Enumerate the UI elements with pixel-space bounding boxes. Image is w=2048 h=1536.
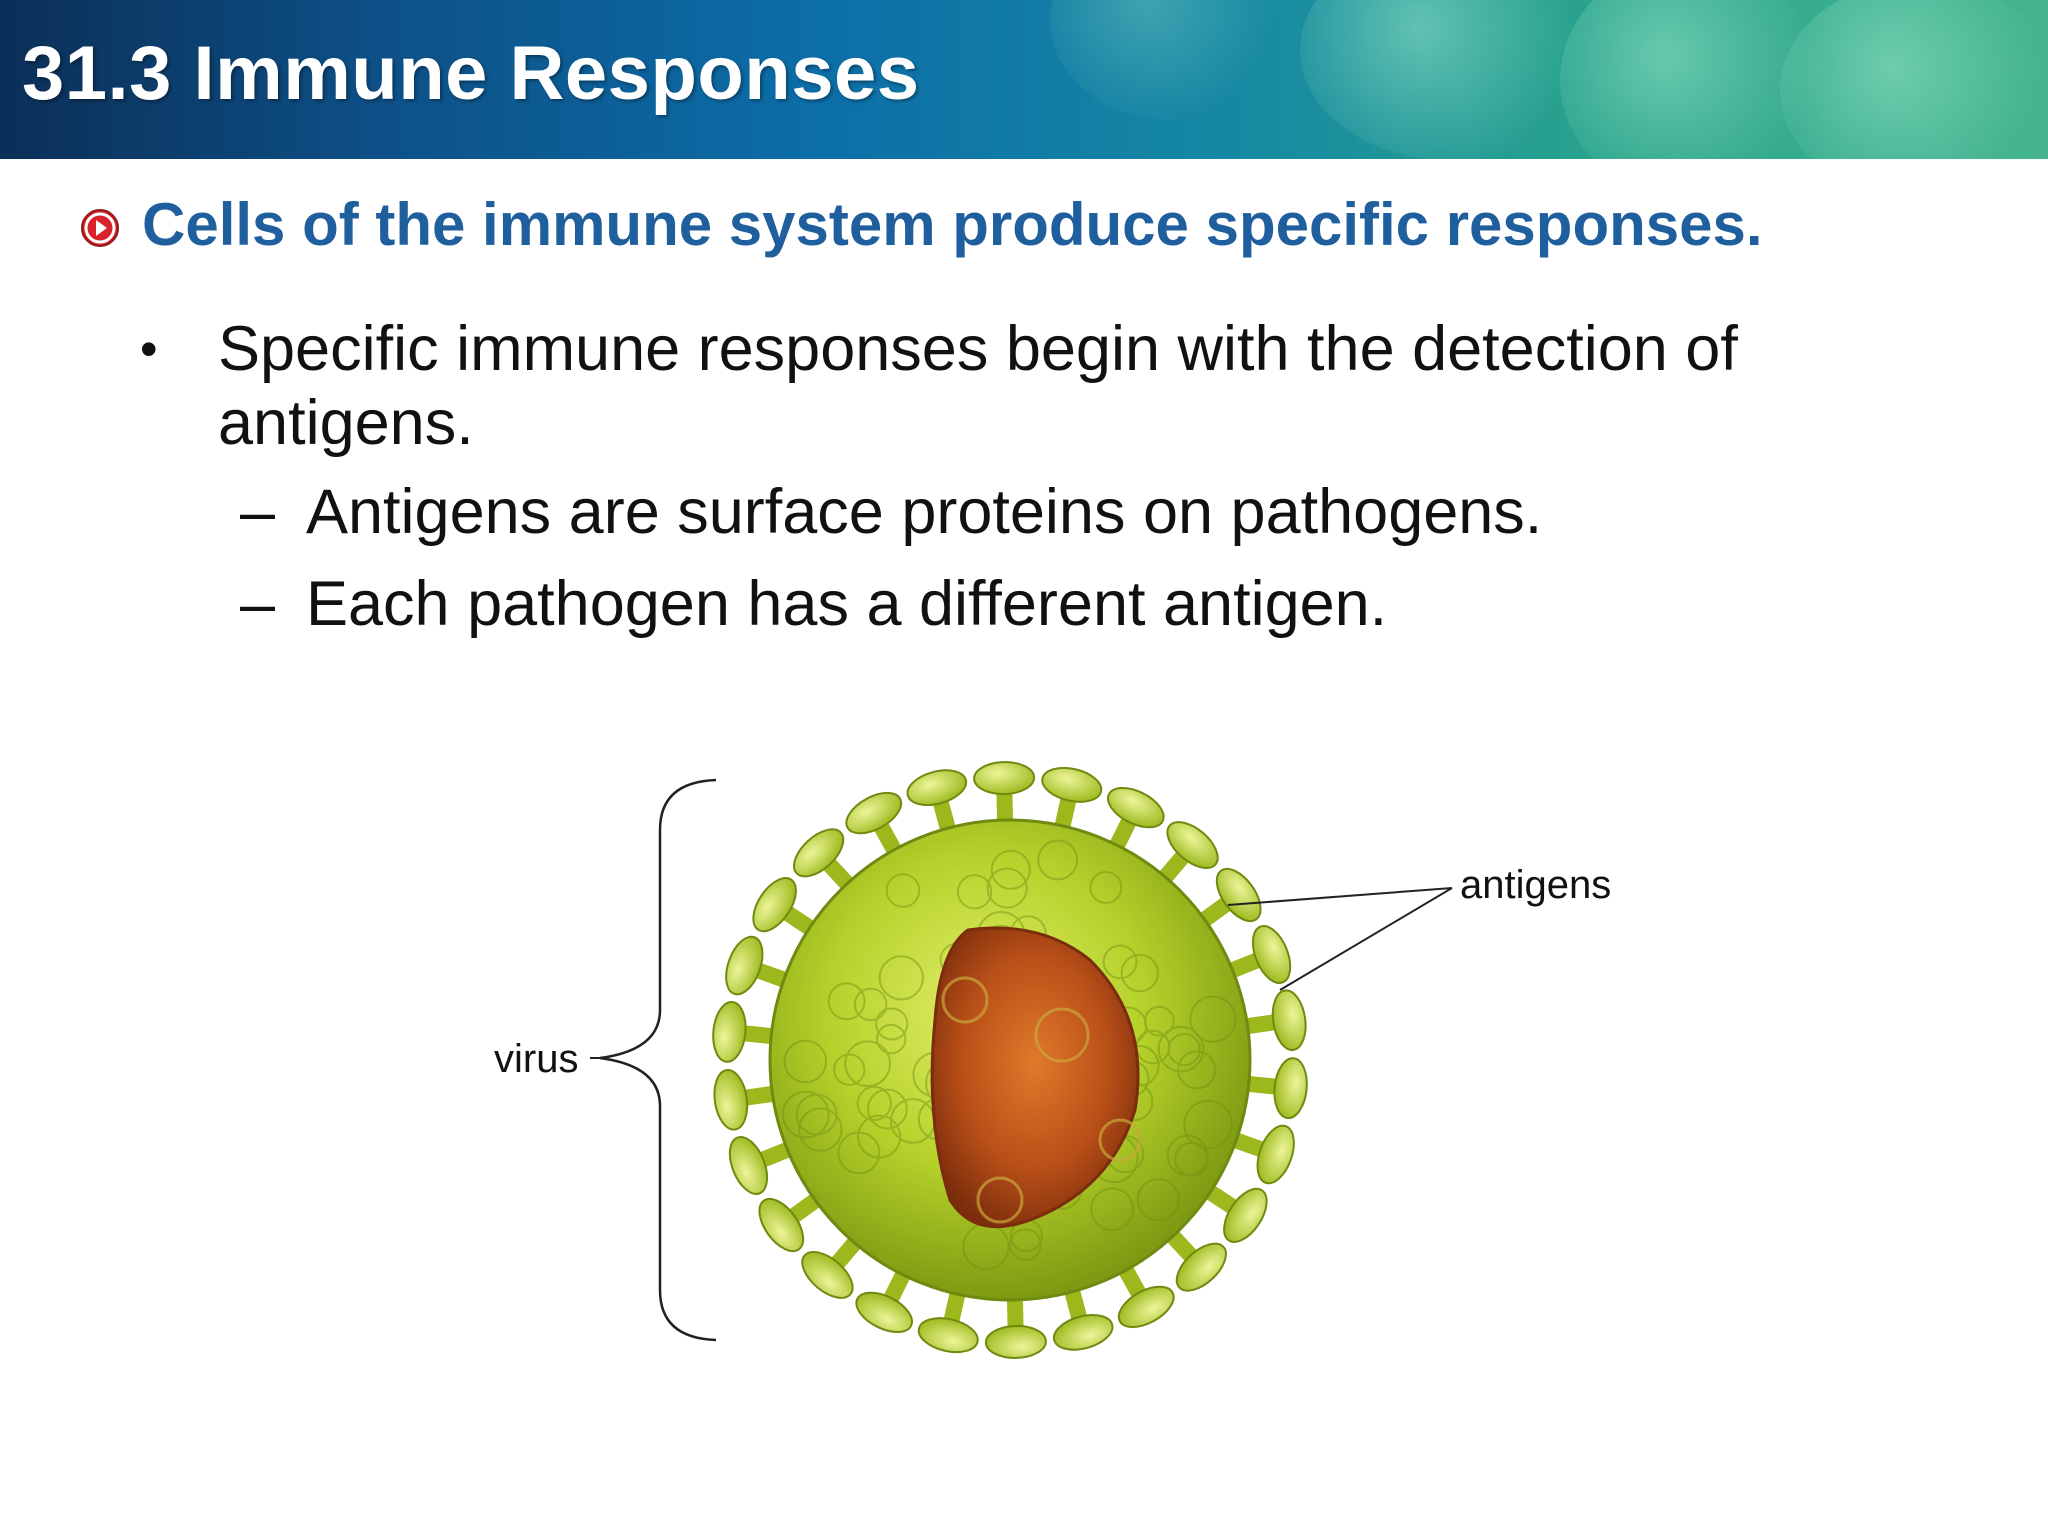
envelope-bump xyxy=(1090,1187,1135,1232)
sub-bullet-text: Antigens are surface proteins on pathoge… xyxy=(306,477,1543,547)
envelope-bump xyxy=(956,874,993,910)
envelope-bump xyxy=(885,873,921,908)
antigen-spike-cap xyxy=(713,1069,749,1131)
antigen-spike-cap xyxy=(752,877,797,933)
antigen-spike-cap xyxy=(728,1136,769,1195)
envelope-bump xyxy=(1143,1005,1175,1037)
envelope-bump xyxy=(1189,995,1237,1043)
bullet-item: • Specific immune responses begin with t… xyxy=(140,312,1978,460)
envelope-bump xyxy=(866,1088,908,1130)
subheading: Cells of the immune system produce speci… xyxy=(80,190,1763,259)
play-bullet-icon xyxy=(81,208,119,247)
envelope-bump xyxy=(1037,839,1079,881)
envelope-bump xyxy=(1009,1228,1042,1261)
antigen-spike-cap xyxy=(1256,1124,1295,1185)
envelope-bump xyxy=(1177,1050,1217,1090)
virus-core xyxy=(930,926,1140,1229)
envelope-bump xyxy=(1102,944,1138,980)
antigen-spike-cap xyxy=(973,761,1036,796)
envelope-bump xyxy=(875,1023,907,1055)
antigen-leader-line xyxy=(1279,887,1453,991)
antigen-spike-cap xyxy=(1271,989,1307,1051)
antigen-spike-cap xyxy=(1107,787,1165,829)
antigen-spike-cap xyxy=(1052,1314,1114,1351)
envelope-bump xyxy=(857,1114,902,1159)
antigen-spike-cap xyxy=(801,1250,854,1299)
envelope-bump xyxy=(1174,1141,1209,1177)
envelope-bump xyxy=(878,955,924,1001)
envelope-bump xyxy=(986,867,1028,909)
dash-marker: – xyxy=(240,477,276,547)
envelope-bump xyxy=(837,1131,881,1175)
antigen-leader-line xyxy=(1227,887,1453,906)
title-banner: 31.3 Immune Responses xyxy=(0,0,2048,159)
antigen-spike-cap xyxy=(906,769,968,806)
antigen-spike-cap xyxy=(845,791,903,835)
envelope-bump xyxy=(875,1007,909,1041)
antigen-spike-cap xyxy=(725,935,764,996)
antigens-label: antigens xyxy=(1460,863,1611,907)
envelope-bump xyxy=(798,1107,843,1152)
sub-bullet-item: – Antigens are surface proteins on patho… xyxy=(240,466,1978,558)
antigen-spike-cap xyxy=(984,1324,1047,1359)
antigen-spike-cap xyxy=(793,828,845,878)
antigen-spike-cap xyxy=(1175,1242,1227,1292)
antigen-spike-cap xyxy=(855,1291,913,1333)
antigen-spike-cap xyxy=(917,1317,979,1354)
antigen-spike-cap xyxy=(1117,1285,1175,1329)
antigen-spike-cap xyxy=(1041,766,1103,803)
subheading-text: Cells of the immune system produce speci… xyxy=(142,191,1763,258)
virus-brace xyxy=(599,778,717,1342)
bullet-text: Specific immune responses begin with the… xyxy=(218,314,1738,458)
antigen-spike-cap xyxy=(712,1000,747,1063)
envelope-bump xyxy=(856,1085,892,1122)
envelope-bump xyxy=(827,982,866,1021)
dash-marker: – xyxy=(240,569,276,639)
bullet-marker: • xyxy=(140,321,158,377)
virus-label: virus xyxy=(494,1037,578,1081)
sub-bullet-text: Each pathogen has a different antigen. xyxy=(306,569,1388,639)
envelope-bump xyxy=(833,1053,866,1086)
antigen-spike-cap xyxy=(1215,867,1262,923)
envelope-bump xyxy=(844,1040,892,1088)
envelope-bump xyxy=(853,987,888,1022)
antigen-spike-cap xyxy=(1223,1187,1268,1243)
antigen-spike-cap xyxy=(1251,925,1292,984)
antigen-spike-cap xyxy=(758,1197,805,1253)
antigen-spike-cap xyxy=(1273,1057,1308,1120)
slide-title: 31.3 Immune Responses xyxy=(22,31,920,116)
envelope-bump xyxy=(1089,870,1123,904)
sub-bullet-item: – Each pathogen has a different antigen. xyxy=(240,558,1978,650)
envelope-bump xyxy=(781,1090,830,1139)
bullet-list: • Specific immune responses begin with t… xyxy=(140,312,1978,650)
envelope-bump xyxy=(1166,1134,1209,1177)
envelope-bump xyxy=(990,849,1031,890)
envelope-bump xyxy=(1157,1025,1205,1073)
envelope-bump xyxy=(795,1093,838,1136)
envelope-bump xyxy=(783,1039,828,1084)
envelope-bump xyxy=(1167,1033,1201,1067)
envelope-bump xyxy=(1136,1178,1180,1222)
antigen-spike-cap xyxy=(1166,821,1219,870)
envelope-bump xyxy=(1183,1099,1233,1150)
envelope-bump xyxy=(1120,953,1160,993)
